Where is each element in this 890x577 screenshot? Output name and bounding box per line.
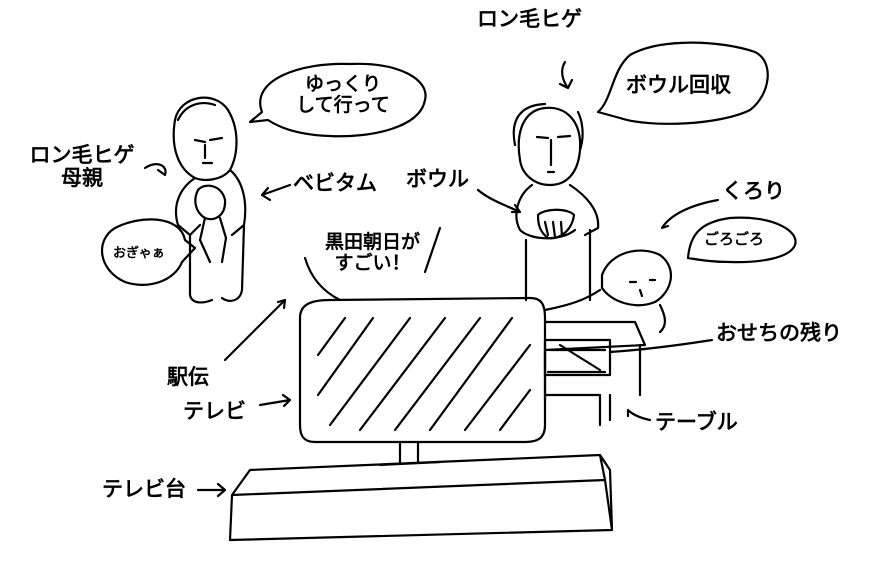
arrow-bebitamu: [260, 183, 292, 202]
bowl-shape: [536, 208, 576, 240]
arrow-mother: [143, 163, 167, 177]
bubble-yukkuri: [248, 62, 427, 138]
arrow-kurori: [660, 198, 720, 230]
label-tv-stand: テレビ台: [102, 477, 186, 501]
label-gorogoro: ごろごろ: [704, 230, 765, 248]
label-bebitamu: ベビタム: [293, 171, 377, 195]
arrow-tv: [258, 393, 292, 408]
bubble-bowl-collect: [596, 41, 769, 125]
bubble-ogyaa: [101, 218, 197, 286]
label-ogyaa: おぎゃぁ: [113, 246, 165, 261]
tv-hatching: [316, 316, 532, 432]
mother-figure: [172, 96, 247, 304]
label-kuroda: 黒田朝日が すごい！: [315, 232, 430, 274]
arrow-tv-stand: [196, 482, 227, 498]
kurori-figure: [543, 249, 673, 334]
label-kurori: くろり: [722, 179, 785, 203]
label-tv: テレビ: [183, 399, 246, 423]
label-yukkuri: ゆっくり して行って: [288, 74, 398, 116]
label-ronge-mother-line2: 母親: [61, 166, 103, 191]
table-shape: [543, 320, 647, 427]
label-ronge-mother: ロン毛ヒゲ 母親: [22, 143, 142, 191]
bubble-gorogoro: [686, 216, 797, 264]
baby-figure: [188, 184, 228, 264]
label-ekiden: 駅伝: [167, 365, 209, 389]
line-osechi: [608, 338, 714, 354]
kuroda-lines: [303, 226, 442, 302]
label-ronge-mother-line1: ロン毛ヒゲ: [29, 143, 135, 167]
label-bowl: ボウル: [406, 167, 469, 191]
tv-frame: [298, 296, 547, 444]
label-kuroda-line2: すごい！: [334, 251, 411, 274]
arrow-ekiden: [223, 298, 287, 362]
label-table: テーブル: [655, 410, 738, 434]
arrow-table: [626, 408, 652, 422]
arrow-bowl: [476, 188, 522, 214]
label-yukkuri-line2: して行って: [296, 93, 390, 116]
tv-stand-box: [228, 453, 614, 542]
label-osechi: おせちの残り: [716, 321, 842, 345]
arrow-ronge-top: [558, 60, 574, 90]
label-ronge-top: ロン毛ヒゲ: [477, 7, 582, 31]
label-kuroda-line1: 黒田朝日が: [324, 231, 420, 253]
osechi-box: [543, 338, 612, 377]
label-bowl-collect: ボウル回収: [626, 73, 731, 97]
ronge-figure: [512, 102, 600, 302]
label-yukkuri-line1: ゆっくり: [304, 73, 381, 95]
